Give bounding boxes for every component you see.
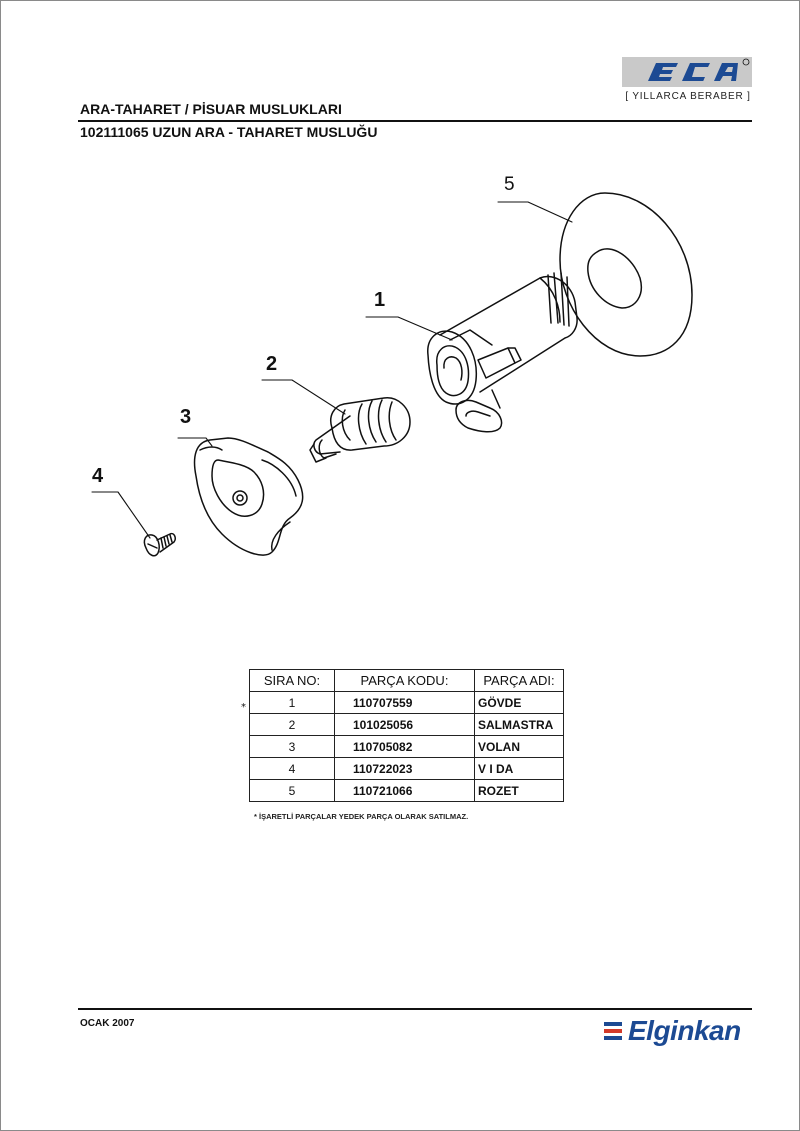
column-header-name: PARÇA ADI: [474, 669, 564, 692]
spare-part-mark: * [241, 702, 246, 713]
header-divider [78, 120, 752, 122]
row-no: 1 [249, 691, 335, 714]
exploded-view-drawing [91, 192, 693, 557]
row-no: 4 [249, 757, 335, 780]
eca-logo-icon [648, 58, 750, 81]
part-1-body [427, 272, 578, 433]
part-3-handle [193, 437, 304, 556]
table-footnote: * İŞARETLİ PARÇALAR YEDEK PARÇA OLARAK S… [254, 812, 469, 821]
parts-table: SIRA NO: PARÇA KODU: PARÇA ADI: 1 110707… [249, 669, 564, 802]
page-subtitle: 102111065 UZUN ARA - TAHARET MUSLUĞU [80, 124, 378, 140]
table-row: 4 110722023 V I DA [249, 757, 564, 780]
leader-line-5 [497, 201, 573, 223]
table-row: 2 101025056 SALMASTRA [249, 713, 564, 736]
row-name: V I DA [474, 757, 564, 780]
callout-2: 2 [266, 353, 278, 375]
callout-4: 4 [92, 465, 104, 487]
elginkan-wordmark: Elginkan [628, 1015, 741, 1046]
footer-divider [78, 1008, 752, 1010]
page-title: ARA-TAHARET / PİSUAR MUSLUKLARI [80, 101, 342, 117]
leader-line-3 [177, 437, 213, 447]
table-row: 3 110705082 VOLAN [249, 735, 564, 758]
row-no: 3 [249, 735, 335, 758]
row-code: 110707559 [334, 691, 475, 714]
row-name: ROZET [474, 779, 564, 802]
row-code: 110722023 [334, 757, 475, 780]
row-code: 110721066 [334, 779, 475, 802]
callout-5: 5 [504, 174, 515, 195]
row-code: 110705082 [334, 735, 475, 758]
part-5-rosette [559, 192, 693, 357]
row-name: SALMASTRA [474, 713, 564, 736]
table-row: 5 110721066 ROZET [249, 779, 564, 802]
footer-date: OCAK 2007 [80, 1018, 135, 1029]
column-header-no: SIRA NO: [249, 669, 335, 692]
table-row: 1 110707559 GÖVDE [249, 691, 564, 714]
elginkan-mark-icon [604, 1022, 622, 1040]
part-2-cartridge [309, 397, 411, 463]
leader-line-4 [91, 491, 151, 539]
column-header-code: PARÇA KODU: [334, 669, 475, 692]
callout-1: 1 [374, 289, 386, 311]
eca-logo [622, 57, 752, 87]
leader-line-2 [261, 379, 346, 415]
leader-line-1 [365, 316, 453, 341]
row-code: 101025056 [334, 713, 475, 736]
row-no: 5 [249, 779, 335, 802]
row-no: 2 [249, 713, 335, 736]
part-4-screw [143, 532, 176, 557]
table-header-row: SIRA NO: PARÇA KODU: PARÇA ADI: [249, 669, 564, 692]
row-name: VOLAN [474, 735, 564, 758]
callout-3: 3 [180, 406, 192, 428]
brand-slogan: [ YILLARCA BERABER ] [625, 91, 751, 102]
row-name: GÖVDE [474, 691, 564, 714]
elginkan-logo: Elginkan [602, 1012, 762, 1052]
